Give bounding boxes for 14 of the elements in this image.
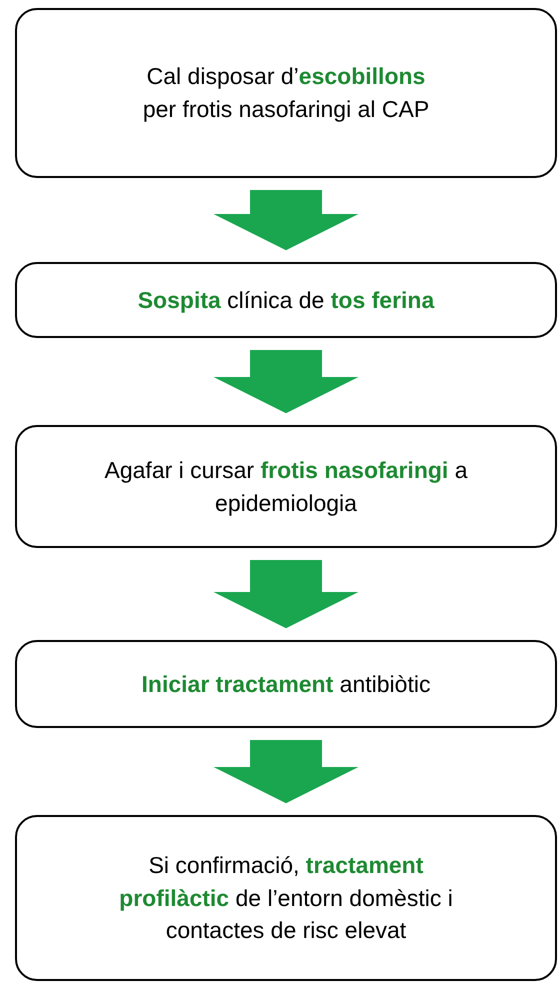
process-box [15,815,557,981]
process-box [15,8,557,178]
process-box [15,262,557,338]
box-text: Si confirmació, tractament profilàctic de l’entorn domèstic i contactes de risc elevat [118,851,454,946]
box-text: Cal disposar d’escobillons per frotis nasofaringi al CAP [142,62,430,124]
process-box [15,640,557,728]
block-arrow [214,350,358,414]
box-text: Iniciar tractament antibiòtic [142,670,430,699]
block-arrow [214,560,358,628]
block-arrow [214,190,358,250]
block-arrow [214,740,358,804]
box-text: Sospita clínica de tos ferina [138,286,434,315]
process-box [15,425,557,548]
box-text: Agafar i cursar frotis nasofaringi a epidemiologia [104,456,468,518]
